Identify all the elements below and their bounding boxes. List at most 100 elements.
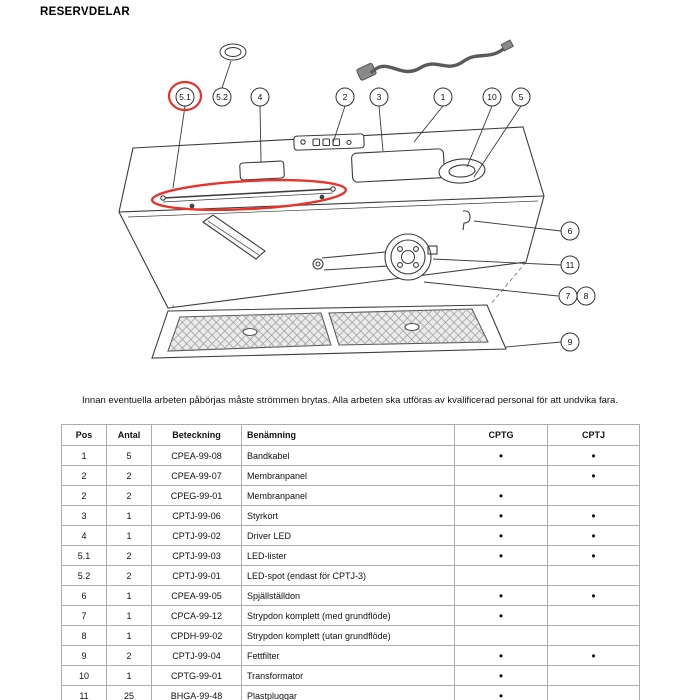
column-header-benamning: Benämning bbox=[241, 424, 455, 446]
cell-pos: 11 bbox=[61, 685, 107, 700]
cell-antal: 2 bbox=[106, 485, 152, 506]
projection-line bbox=[489, 261, 527, 306]
cell-cptj: ● bbox=[547, 465, 640, 486]
parts-table-container: Pos Antal Beteckning Benämning CPTG CPTJ… bbox=[61, 424, 640, 700]
filter-panel-right bbox=[328, 308, 489, 346]
cell-benamning: Membranpanel bbox=[241, 465, 455, 486]
cell-beteckning: CPTG-99-01 bbox=[151, 665, 242, 686]
callout-4-label: 4 bbox=[258, 92, 263, 102]
hood-body bbox=[118, 126, 545, 309]
callout-5-1 bbox=[175, 87, 195, 107]
cell-cptj bbox=[547, 605, 640, 626]
cell-beteckning: CPEA-99-05 bbox=[151, 585, 242, 606]
highlight-circle-5-1 bbox=[167, 80, 203, 112]
cell-cptj: ● bbox=[547, 525, 640, 546]
highlight-ellipse-led-strip bbox=[150, 178, 348, 212]
cell-beteckning: CPTJ-99-06 bbox=[151, 505, 242, 526]
cell-cptj bbox=[547, 565, 640, 586]
leader-2 bbox=[332, 105, 346, 144]
cell-antal: 2 bbox=[106, 465, 152, 486]
cell-pos: 8 bbox=[61, 625, 107, 646]
callout-1-label: 1 bbox=[441, 92, 446, 102]
leader-11 bbox=[432, 258, 562, 266]
cell-beteckning: BHGA-99-48 bbox=[151, 685, 242, 700]
leader-5-2 bbox=[221, 60, 232, 89]
cell-cptj: ● bbox=[547, 445, 640, 466]
column-header-antal: Antal bbox=[106, 424, 152, 446]
callout-5-2-label: 5.2 bbox=[216, 92, 228, 102]
cell-benamning: LED-lister bbox=[241, 545, 455, 566]
driver-led-cover bbox=[239, 160, 285, 181]
callout-8 bbox=[576, 286, 596, 306]
cell-antal: 1 bbox=[106, 525, 152, 546]
cell-antal: 1 bbox=[106, 665, 152, 686]
cell-cptj: ● bbox=[547, 645, 640, 666]
cell-pos: 7 bbox=[61, 605, 107, 626]
leader-lines bbox=[172, 60, 562, 348]
cell-cptg: ● bbox=[454, 485, 548, 506]
column-header-pos: Pos bbox=[61, 424, 107, 446]
damper-bracket bbox=[462, 210, 471, 231]
cell-pos: 1 bbox=[61, 445, 107, 466]
cell-pos: 5.2 bbox=[61, 565, 107, 586]
cell-antal: 2 bbox=[106, 545, 152, 566]
leader-6 bbox=[473, 220, 562, 232]
cell-antal: 2 bbox=[106, 645, 152, 666]
cell-beteckning: CPDH-99-02 bbox=[151, 625, 242, 646]
cell-pos: 2 bbox=[61, 485, 107, 506]
cell-benamning: Bandkabel bbox=[241, 445, 455, 466]
fan-inlet-oval bbox=[438, 158, 486, 184]
cell-cptj: ● bbox=[547, 585, 640, 606]
cell-cptg bbox=[454, 465, 548, 486]
callout-5-label: 5 bbox=[519, 92, 524, 102]
cell-cptg: ● bbox=[454, 665, 548, 686]
callout-4 bbox=[250, 87, 270, 107]
callout-11 bbox=[560, 255, 580, 275]
cell-benamning: Styrkort bbox=[241, 505, 455, 526]
cell-pos: 5.1 bbox=[61, 545, 107, 566]
callout-6 bbox=[560, 221, 580, 241]
blower-assembly bbox=[312, 233, 438, 281]
callout-5-2 bbox=[212, 87, 232, 107]
cell-antal: 1 bbox=[106, 505, 152, 526]
cell-antal: 2 bbox=[106, 565, 152, 586]
cell-beteckning: CPTJ-99-01 bbox=[151, 565, 242, 586]
cell-antal: 5 bbox=[106, 445, 152, 466]
leader-10 bbox=[466, 105, 493, 168]
callout-labels: 5.1 5.2 4 2 3 1 10 5 6 11 7 8 9 bbox=[179, 92, 589, 347]
led-spot-part bbox=[219, 43, 247, 61]
cell-cptj: ● bbox=[547, 505, 640, 526]
cell-pos: 10 bbox=[61, 665, 107, 686]
cell-cptj: ● bbox=[547, 545, 640, 566]
cell-pos: 4 bbox=[61, 525, 107, 546]
callouts bbox=[175, 87, 596, 352]
leader-9 bbox=[505, 341, 562, 348]
cell-cptj bbox=[547, 665, 640, 686]
cell-beteckning: CPTJ-99-04 bbox=[151, 645, 242, 666]
leader-7-8 bbox=[423, 281, 559, 297]
callout-5 bbox=[511, 87, 531, 107]
cell-pos: 3 bbox=[61, 505, 107, 526]
circuit-board-cover bbox=[351, 148, 446, 183]
callout-5-1-label: 5.1 bbox=[179, 92, 191, 102]
filter-panel-left bbox=[167, 312, 332, 352]
callout-9-label: 9 bbox=[568, 337, 573, 347]
callout-10-label: 10 bbox=[487, 92, 497, 102]
cell-cptj bbox=[547, 625, 640, 646]
callout-2-label: 2 bbox=[343, 92, 348, 102]
callout-3-label: 3 bbox=[377, 92, 382, 102]
cell-cptg: ● bbox=[454, 685, 548, 700]
cell-pos: 9 bbox=[61, 645, 107, 666]
cell-cptg: ● bbox=[454, 645, 548, 666]
cell-benamning: Spjällställdon bbox=[241, 585, 455, 606]
cell-benamning: Strypdon komplett (utan grundflöde) bbox=[241, 625, 455, 646]
cell-antal: 1 bbox=[106, 585, 152, 606]
rim-screw bbox=[189, 203, 195, 209]
